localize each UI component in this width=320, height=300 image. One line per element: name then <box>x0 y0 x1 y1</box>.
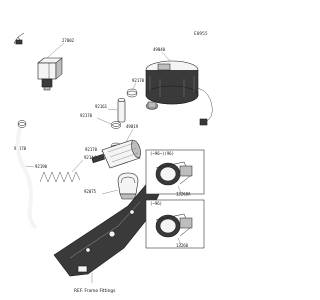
detail-box-b: (~96) 13260 <box>145 199 205 249</box>
callout-clamp-lower: 92170 <box>85 147 98 152</box>
callout-clamp-left: 92170 <box>14 146 27 151</box>
callout-pump: 49040 <box>153 47 166 52</box>
leader-clamp-upper <box>132 82 137 90</box>
callout-bracket: 92075 <box>84 189 97 194</box>
leader-spring <box>71 159 84 173</box>
callout-relay: 27002 <box>62 38 75 43</box>
fuel-hose-part <box>15 127 38 230</box>
parts-diagram: E0955 27002 49040 92170 9 <box>13 31 213 294</box>
page-number: E0955 <box>194 31 208 37</box>
box-b-caption: (~96) <box>150 201 162 206</box>
leader-filter <box>125 128 134 143</box>
clamp-mid-part <box>111 121 121 129</box>
leader-relay <box>46 42 65 59</box>
callout-clamp-mid: 92170 <box>80 113 93 118</box>
leader-sleeve <box>107 108 118 111</box>
fuel-pump-part <box>145 60 213 126</box>
spring-part <box>39 171 81 183</box>
callout-sleeve: 92161 <box>95 104 108 109</box>
clamp-upper-part <box>126 88 138 98</box>
callout-clamp-upper: 92170 <box>132 78 145 83</box>
clamp-left-part <box>17 120 27 128</box>
reference-label: REF. Frame Fittings <box>74 288 116 294</box>
box-a-caption: (~96~)(96) <box>150 151 174 156</box>
callout-filter: 49019 <box>126 124 139 129</box>
callout-spring: 92144 <box>84 155 97 160</box>
detail-box-a: (~96~)(96) 13260A <box>145 149 205 197</box>
brand-mark <box>13 32 25 45</box>
sleeve-part <box>117 98 126 123</box>
leader-pump <box>161 51 171 62</box>
relay-part <box>37 57 63 91</box>
exploded-view: E0955 27002 49040 92170 9 <box>13 31 213 294</box>
fuel-filter-part <box>91 139 141 169</box>
leader-hose <box>25 165 35 168</box>
leader-clamp-mid <box>96 117 112 125</box>
bracket-part <box>117 172 139 200</box>
callout-hose: 92190 <box>35 164 48 169</box>
box-b-part: 13260 <box>176 243 189 248</box>
box-a-part: 13260A <box>176 192 191 197</box>
frame-fittings-part <box>53 179 161 277</box>
leader-bracket <box>101 189 119 195</box>
